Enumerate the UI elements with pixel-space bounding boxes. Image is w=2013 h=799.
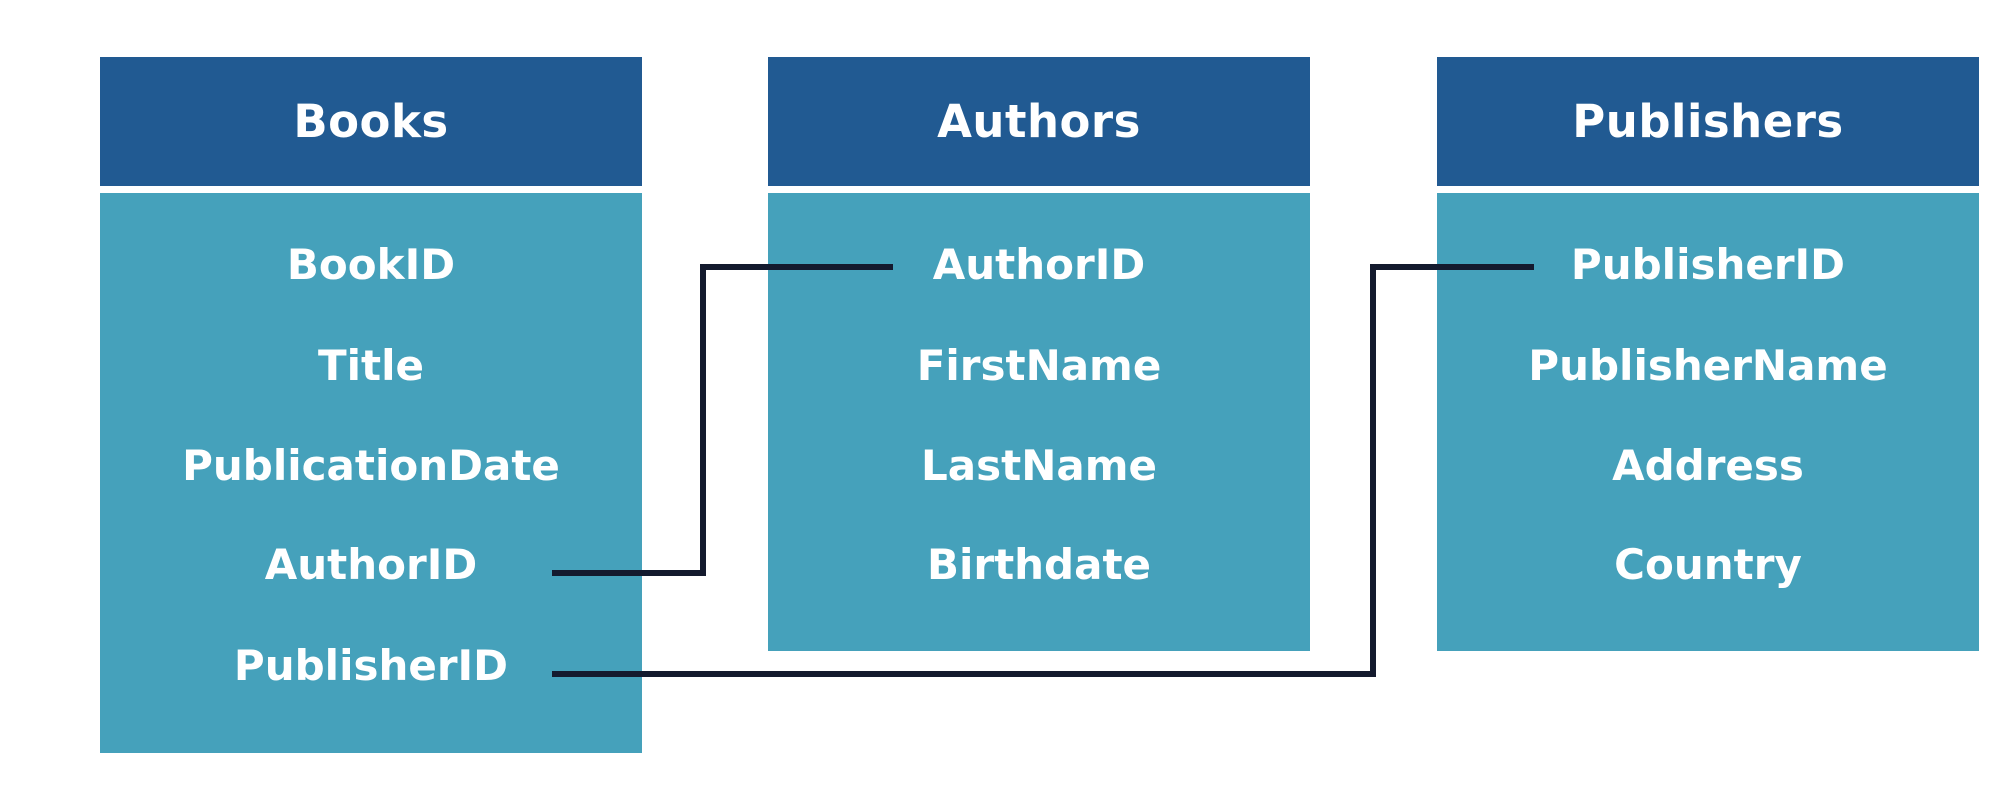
field-authors-lastname: LastName [921, 441, 1157, 490]
table-body-publishers: PublisherID PublisherName Address Countr… [1437, 193, 1979, 651]
field-books-title: Title [317, 341, 424, 390]
table-books: Books BookID Title PublicationDate Autho… [100, 57, 642, 753]
field-publishers-publisherid: PublisherID [1570, 240, 1846, 289]
table-authors: Authors AuthorID FirstName LastName Birt… [768, 57, 1310, 651]
field-authors-firstname: FirstName [916, 341, 1162, 390]
field-authors-birthdate: Birthdate [926, 540, 1152, 589]
table-header-authors: Authors [768, 57, 1310, 186]
field-publishers-country: Country [1614, 540, 1802, 589]
table-header-books: Books [100, 57, 642, 186]
field-books-publisherid: PublisherID [233, 641, 509, 690]
field-books-bookid: BookID [286, 240, 456, 289]
field-books-authorid: AuthorID [264, 540, 478, 589]
field-publishers-address: Address [1612, 441, 1804, 490]
table-body-authors: AuthorID FirstName LastName Birthdate [768, 193, 1310, 651]
table-header-publishers: Publishers [1437, 57, 1979, 186]
field-publishers-publishername: PublisherName [1528, 341, 1888, 390]
table-body-books: BookID Title PublicationDate AuthorID Pu… [100, 193, 642, 753]
field-books-publicationdate: PublicationDate [182, 441, 560, 490]
table-publishers: Publishers PublisherID PublisherName Add… [1437, 57, 1979, 651]
field-authors-authorid: AuthorID [932, 240, 1146, 289]
